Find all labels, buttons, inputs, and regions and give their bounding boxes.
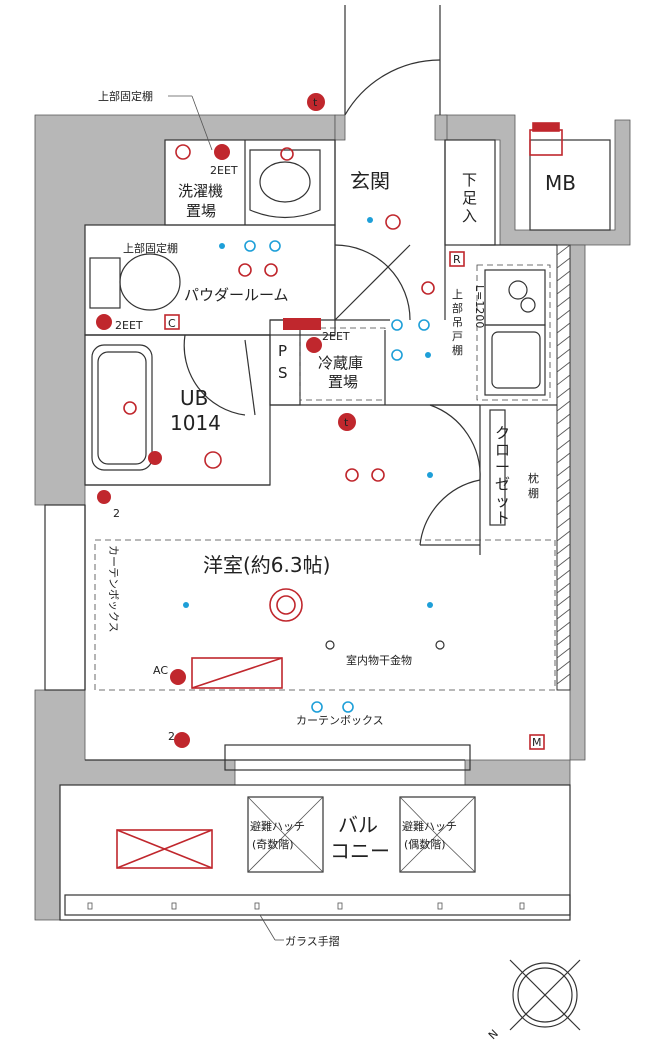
hatched-wall [556,244,571,691]
label-cupboard-4: 戸 [452,330,463,343]
label-glass-rail: ガラス手摺 [285,934,340,948]
label-upper-shelf-top: 上部固定棚 [98,89,153,103]
label-mb: MB [545,171,576,195]
label-cupboard-2: 部 [452,301,463,315]
label-shoe-1: 下 [462,171,477,189]
label-curtain-box-bottom: カーテンボックス [296,714,384,727]
label-entrance: 玄関 [350,169,390,193]
label-eet-1: 2EET [210,164,238,177]
labels: 上部固定棚 2EET 洗濯機 置場 玄関 下 足 入 MB 上部固定棚 パウダー… [98,89,576,1042]
label-laundry-1: 洗濯機 [178,182,223,200]
label-fridge-2: 置場 [328,373,358,391]
label-m-mark: M [532,736,542,749]
label-fridge-1: 冷蔵庫 [318,354,363,372]
label-closet-5: ッ [495,492,510,510]
label-two-1: 2 [113,507,120,520]
label-cupboard-5: 棚 [452,343,463,357]
label-hatch-odd-2: (奇数階) [252,837,294,851]
label-balcony-2: コニー [330,839,390,863]
label-cupboard-3: 吊 [452,316,463,329]
label-eet-2: 2EET [115,319,143,332]
label-ps-2: S [278,364,288,382]
label-laundry-2: 置場 [186,202,216,220]
label-c-mark: C [168,317,176,330]
walls [34,114,631,921]
label-r-mark: R [453,253,461,266]
label-two-2: 2 [168,730,175,743]
label-hatch-even-1: 避難ハッチ [402,819,457,833]
label-closet-6: ト [495,509,510,527]
label-hatch-odd-1: 避難ハッチ [250,819,305,833]
label-western-room: 洋室(約6.3帖) [203,553,330,577]
label-hatch-even-2: (偶数階) [404,837,446,851]
room-dashed [44,504,571,921]
label-cupboard-len: L=1200 [473,285,486,328]
label-ps-1: P [278,342,287,360]
compass [509,959,581,1031]
label-closet-3: ー [495,458,510,476]
label-t-1: t [313,96,318,109]
fixtures [89,149,541,471]
label-upper-shelf-mid: 上部固定棚 [123,241,178,255]
label-shoe-2: 足 [462,189,477,207]
label-shoe-3: 入 [462,207,477,225]
label-closet-1: ク [495,424,510,442]
doors [183,5,481,546]
label-t-2: t [344,416,349,429]
electrical [96,93,563,750]
label-powder-room: パウダールーム [184,286,289,304]
label-curtain-box-left: カーテンボックス [107,545,120,633]
partitions [84,139,611,555]
label-pillow-1: 枕 [528,471,539,485]
label-cupboard-1: 上 [452,288,463,301]
label-eet-3: 2EET [322,330,350,343]
label-ub-1: UB [180,386,208,410]
label-closet-4: ゼ [495,475,510,493]
label-north: N [486,1027,501,1042]
label-ac: AC [153,664,168,677]
label-balcony-1: バル [338,813,378,837]
label-ub-2: 1014 [170,411,221,435]
label-pillow-2: 棚 [528,486,539,500]
label-closet-2: ロ [495,441,510,459]
label-indoor-dry: 室内物干金物 [346,653,412,667]
